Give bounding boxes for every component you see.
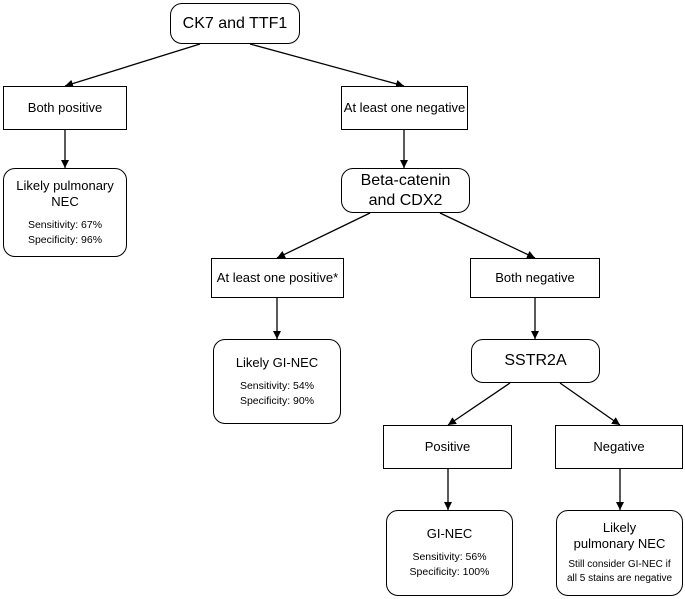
- node-negative-label: Negative: [593, 439, 645, 454]
- gi-nec-specificity: Specificity: 100%: [409, 566, 490, 578]
- pulmonary-sensitivity: Sensitivity: 67%: [27, 218, 103, 231]
- node-negative: Negative: [555, 425, 683, 469]
- beta-line1: Beta-catenin: [360, 171, 451, 189]
- node-likely-pulmonary-nec: Likely pulmonary NEC Sensitivity: 67% Sp…: [3, 168, 127, 257]
- gi-nec-sensitivity: Sensitivity: 56%: [412, 551, 487, 563]
- node-likely-gi-nec: Likely GI-NEC Sensitivity: 54% Specifici…: [213, 339, 341, 424]
- edge-root-to-both-positive: [64, 43, 201, 88]
- edge-root-to-one-negative: [249, 43, 405, 88]
- node-ck7-ttf1: CK7 and TTF1: [170, 3, 300, 44]
- edge-beta-to-both-negative: [439, 212, 536, 259]
- node-both-positive: Both positive: [3, 86, 127, 130]
- node-at-least-one-negative: At least one negative: [341, 86, 468, 130]
- gi-likely-title: Likely GI-NEC: [235, 354, 319, 370]
- node-sstr2a-label: SSTR2A: [504, 352, 567, 369]
- gi-likely-specificity: Specificity: 90%: [239, 394, 315, 407]
- node-both-positive-label: Both positive: [27, 100, 103, 115]
- gi-likely-sensitivity: Sensitivity: 54%: [239, 379, 315, 392]
- node-at-least-one-negative-label: At least one negative: [343, 100, 466, 115]
- node-both-negative-label: Both negative: [495, 270, 575, 285]
- node-positive: Positive: [383, 425, 512, 469]
- beta-line2: and CDX2: [368, 191, 443, 209]
- node-beta-catenin-cdx2: Beta-catenin and CDX2: [341, 168, 470, 213]
- node-at-least-one-positive-label: At least one positive*: [216, 270, 339, 285]
- node-gi-nec: GI-NEC Sensitivity: 56% Specificity: 100…: [386, 510, 513, 596]
- node-positive-label: Positive: [424, 439, 471, 454]
- pulm2-note-line1: Still consider GI-NEC if: [568, 559, 671, 570]
- pulm2-title-line1: Likely: [602, 520, 637, 535]
- edge-sstr2a-to-negative: [559, 382, 621, 426]
- node-sstr2a: SSTR2A: [471, 339, 600, 383]
- node-at-least-one-positive: At least one positive*: [211, 258, 344, 298]
- pulmonary-title-line2: NEC: [51, 193, 79, 209]
- pulmonary-specificity: Specificity: 96%: [27, 233, 103, 246]
- node-likely-pulmonary-nec-2: Likely pulmonary NEC Still consider GI-N…: [556, 510, 683, 596]
- gi-nec-title: GI-NEC: [426, 526, 473, 541]
- node-ck7-ttf1-label: CK7 and TTF1: [182, 14, 288, 32]
- pulm2-title-line2: pulmonary NEC: [573, 536, 666, 551]
- pulmonary-title-line1: Likely pulmonary: [16, 177, 114, 193]
- node-both-negative: Both negative: [470, 258, 600, 298]
- pulm2-note-line2: all 5 stains are negative: [566, 573, 673, 584]
- edge-beta-to-one-positive: [276, 212, 371, 259]
- edge-sstr2a-to-positive: [447, 382, 511, 426]
